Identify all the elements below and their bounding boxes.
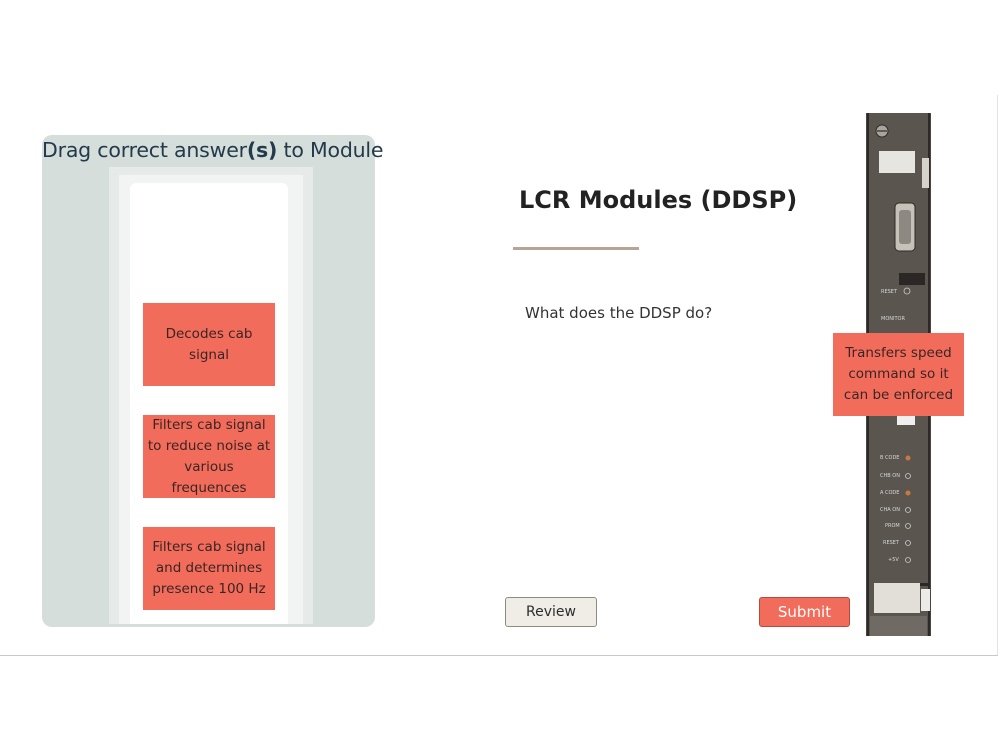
label-cha-on: CHA ON — [880, 507, 900, 513]
slide-edge-right — [997, 95, 998, 655]
label-plus5v: +5V — [888, 557, 899, 563]
answer-label: Filters cab signal to reduce noise at va… — [147, 416, 271, 496]
placed-answer-label: Transfers speed command so it can be enf… — [843, 345, 954, 403]
slide-edge-bottom — [0, 655, 998, 656]
title-underline — [513, 247, 639, 250]
submit-button[interactable]: Submit — [759, 597, 850, 627]
answer-label: Decodes cab signal — [165, 325, 253, 363]
drag-instructions: Drag correct answer(s) to Module — [42, 135, 384, 165]
placed-answer-card[interactable]: Transfers speed command so it can be enf… — [833, 333, 964, 416]
answer-card[interactable]: Decodes cab signal — [143, 303, 275, 386]
drag-title-prefix: Drag correct answer — [42, 138, 247, 162]
answer-card[interactable]: Filters cab signal and determines presen… — [143, 527, 275, 610]
review-button[interactable]: Review — [505, 597, 597, 627]
label-a-code: A CODE — [880, 490, 899, 496]
label-monitor: MONITOR — [881, 316, 905, 322]
label-reset: RESET — [881, 289, 898, 295]
label-prom: PROM — [885, 523, 900, 529]
label-reset-2: RESET — [883, 540, 900, 546]
answer-card[interactable]: Filters cab signal to reduce noise at va… — [143, 415, 275, 498]
answer-label: Filters cab signal and determines presen… — [152, 539, 266, 597]
slide-title: LCR Modules (DDSP) — [519, 186, 798, 214]
question-text: What does the DDSP do? — [525, 304, 713, 322]
label-b-code: B CODE — [880, 455, 899, 461]
drag-title-bold: (s) — [246, 138, 278, 162]
drag-title-suffix: to Module — [277, 138, 384, 162]
label-chb-on: CHB ON — [880, 473, 900, 479]
